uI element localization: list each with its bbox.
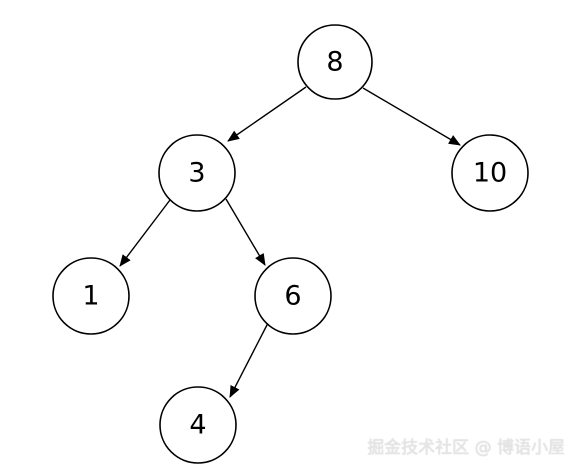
node-label: 3 (188, 158, 205, 189)
node-label: 6 (284, 281, 301, 312)
node-circle (451, 134, 529, 212)
tree-node-8: 8 (297, 24, 373, 100)
node-circle (159, 386, 237, 464)
edge-6-to-4 (229, 322, 269, 398)
edge-3-to-6 (225, 198, 266, 266)
node-circle (158, 134, 236, 212)
node-label: 4 (189, 410, 206, 441)
node-circle (297, 24, 373, 100)
tree-edges (119, 86, 461, 398)
node-label: 10 (473, 158, 507, 189)
tree-node-6: 6 (254, 257, 332, 335)
node-label: 1 (82, 281, 99, 312)
node-circle (52, 257, 130, 335)
tree-node-10: 10 (451, 134, 529, 212)
tree-node-3: 3 (158, 134, 236, 212)
node-circle (254, 257, 332, 335)
edge-8-to-3 (227, 86, 307, 142)
tree-node-1: 1 (52, 257, 130, 335)
watermark-text: 掘金技术社区 @ 博语小屋 (367, 438, 565, 458)
edge-3-to-1 (119, 199, 171, 267)
tree-node-4: 4 (159, 386, 237, 464)
node-label: 8 (326, 47, 343, 78)
edge-8-to-10 (362, 87, 461, 146)
